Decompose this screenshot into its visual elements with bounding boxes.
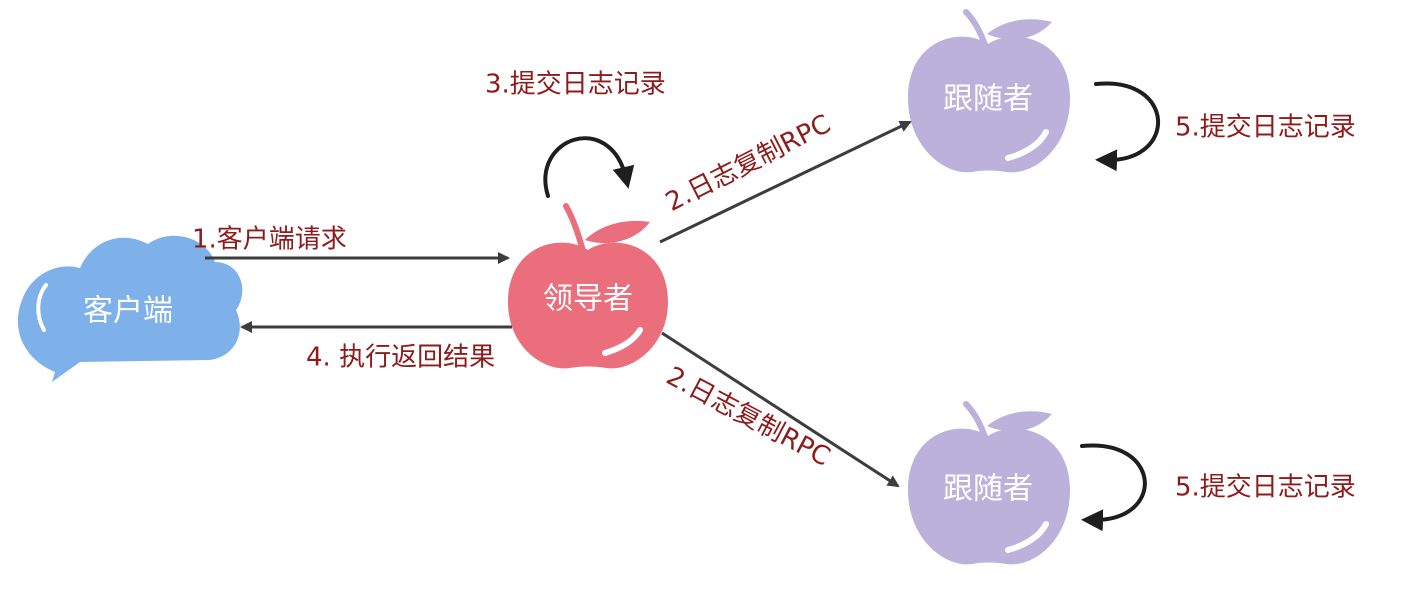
- leader-node: 领导者: [508, 203, 668, 369]
- follower-top-commit-label: 5.提交日志记录: [1175, 113, 1356, 143]
- follower-bottom-commit-label: 5.提交日志记录: [1175, 473, 1356, 503]
- follower-bottom-apple-body: [908, 428, 1070, 565]
- follower-top-node: 跟随者: [908, 9, 1070, 173]
- client-cloud-shape: [17, 235, 243, 382]
- client-label: 客户端: [83, 294, 173, 329]
- leader-commit-label: 3.提交日志记录: [485, 70, 666, 100]
- follower-bottom-node: 跟随者: [908, 401, 1070, 565]
- follower-bottom-label: 跟随者: [943, 472, 1033, 507]
- leader-apple-highlight: [602, 327, 643, 356]
- replicate-bottom-arrow: [661, 331, 900, 488]
- follower-bottom-commit-loop-arrow: [1080, 443, 1147, 532]
- follower-top-leaf: [987, 19, 1052, 40]
- client-cloud-highlight: [36, 283, 48, 332]
- follower-top-apple-body: [908, 36, 1070, 173]
- leader-commit-loop-arrow: [543, 136, 635, 198]
- follower-bottom-leaf: [987, 411, 1052, 432]
- replicate-bottom-label: 2.日志复制RPC: [661, 361, 835, 472]
- follower-bottom-apple-highlight: [1005, 521, 1049, 553]
- replicate-top-label: 2.日志复制RPC: [661, 109, 836, 218]
- replicate-top-arrow: [659, 120, 912, 244]
- client-request-label: 1.客户端请求: [192, 225, 347, 255]
- leader-label: 领导者: [543, 282, 633, 317]
- return-result-label: 4. 执行返回结果: [306, 343, 495, 373]
- leader-leaf: [585, 220, 650, 244]
- leader-apple-body: [508, 242, 668, 369]
- client-node: 客户端: [17, 235, 243, 382]
- follower-top-label: 跟随者: [943, 82, 1033, 117]
- follower-top-apple-highlight: [1005, 129, 1049, 161]
- follower-top-commit-loop-arrow: [1094, 81, 1160, 172]
